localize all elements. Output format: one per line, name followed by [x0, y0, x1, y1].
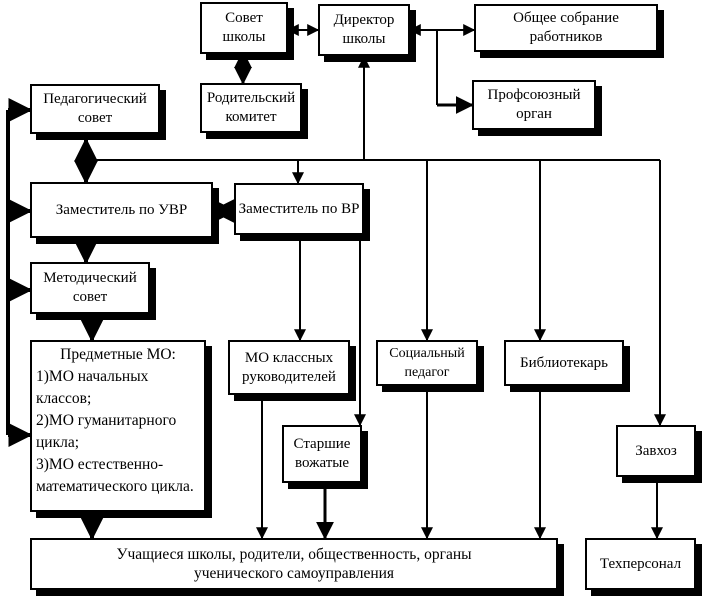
- tehpersonal-label: Техперсонал: [599, 555, 682, 572]
- sovet-shkoly-box: Совет школы: [200, 2, 288, 54]
- ped-sovet-box: Педагогический совет: [30, 84, 160, 134]
- starshie-vozhatye-box: Старшие вожатые: [282, 425, 362, 483]
- mo-klassnyh-box: МО классных руководителей: [228, 340, 350, 395]
- uchaschiesya-box: Учащиеся школы, родители, общественность…: [30, 538, 558, 590]
- predmetnye-mo-box: Предметные МО: 1)МО начальных классов; 2…: [30, 340, 206, 512]
- bibliotekar-box: Библиотекарь: [504, 340, 624, 386]
- bibliotekar-label: Библиотекарь: [520, 354, 608, 371]
- starshie-vozhatye-label: Старшие вожатые: [293, 436, 351, 471]
- mo-klassnyh-label: МО классных руководителей: [242, 349, 336, 385]
- sobranie-box: Общее собрание работников: [474, 4, 658, 52]
- zavhoz-label: Завхоз: [635, 442, 677, 459]
- sovet-shkoly-label: Совет школы: [222, 10, 266, 45]
- roditelsky-komitet-label: Родительский комитет: [206, 90, 296, 125]
- predmetnye-mo-item-3: 3)МО естественно-математического цикла.: [36, 456, 194, 495]
- zam-vr-label: Заместитель по ВР: [238, 200, 360, 217]
- metod-sovet-label: Методический совет: [43, 270, 137, 305]
- soc-pedagog-box: Социальный педагог: [376, 340, 478, 386]
- predmetnye-mo-title: Предметные МО:: [60, 346, 176, 363]
- direktor-label: Директор школы: [333, 12, 395, 47]
- zam-vr-box: Заместитель по ВР: [234, 183, 364, 235]
- roditelsky-komitet-box: Родительский комитет: [200, 83, 302, 133]
- metod-sovet-box: Методический совет: [30, 262, 150, 314]
- zam-uvr-box: Заместитель по УВР: [30, 182, 213, 238]
- ped-sovet-label: Педагогический совет: [43, 91, 147, 126]
- predmetnye-mo-item-2: 2)МО гуманитарного цикла;: [36, 412, 177, 451]
- soc-pedagog-label: Социальный педагог: [389, 346, 465, 380]
- profsoyuz-box: Профсоюзный орган: [472, 80, 596, 130]
- tehpersonal-box: Техперсонал: [585, 538, 696, 590]
- uchaschiesya-label: Учащиеся школы, родители, общественность…: [116, 546, 472, 582]
- sobranie-label: Общее собрание работников: [513, 10, 619, 45]
- predmetnye-mo-item-1: 1)МО начальных классов;: [36, 368, 149, 407]
- zavhoz-box: Завхоз: [616, 425, 696, 477]
- zam-uvr-label: Заместитель по УВР: [55, 201, 188, 218]
- profsoyuz-label: Профсоюзный орган: [487, 87, 581, 122]
- direktor-box: Директор школы: [318, 4, 410, 56]
